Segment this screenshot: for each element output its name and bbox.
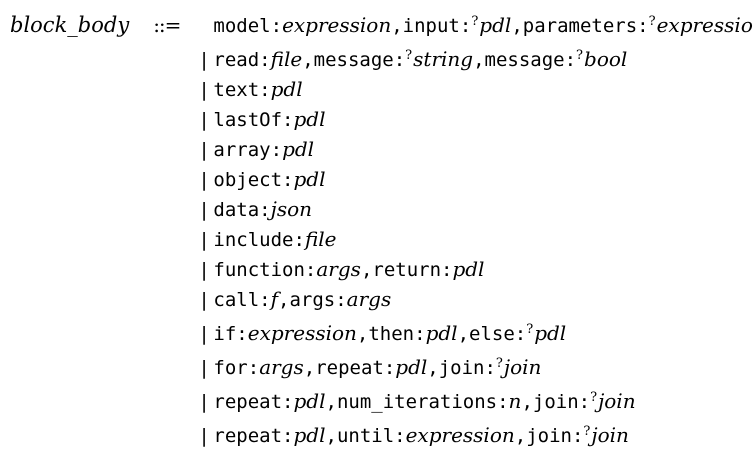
grammar-production: |read:file,message:?string,message:?bool bbox=[198, 41, 754, 75]
grammar-keyword: ,repeat: bbox=[303, 357, 396, 379]
grammar-keyword: ,then: bbox=[356, 323, 426, 345]
grammar-keyword: data: bbox=[213, 199, 271, 221]
type-name: args bbox=[316, 257, 361, 281]
type-name: join bbox=[503, 355, 542, 379]
type-name: json bbox=[270, 197, 313, 221]
alternative-bar: | bbox=[198, 79, 210, 101]
alternative-bar: | bbox=[198, 109, 210, 131]
grammar-keyword: ,message: bbox=[302, 49, 406, 71]
optional-marker: ? bbox=[495, 356, 503, 371]
grammar-production: |if:expression,then:pdl,else:?pdl bbox=[198, 315, 754, 349]
alternative-bar: | bbox=[198, 199, 210, 221]
grammar-keyword: model: bbox=[213, 15, 283, 37]
type-name: f bbox=[270, 287, 279, 311]
type-name: pdl bbox=[395, 355, 428, 379]
type-name: expression bbox=[247, 321, 357, 345]
grammar-keyword: ,join: bbox=[521, 391, 591, 413]
grammar-keyword: ,message: bbox=[473, 49, 577, 71]
grammar-keyword: ,input: bbox=[391, 15, 472, 37]
grammar-production: |lastOf:pdl bbox=[198, 105, 754, 135]
alternative-bar: | bbox=[198, 357, 210, 379]
grammar-keyword: read: bbox=[213, 49, 271, 71]
grammar-production-block: block_body ::= |model:expression,input:?… bbox=[10, 7, 754, 450]
grammar-keyword: array: bbox=[213, 139, 283, 161]
type-name: pdl bbox=[293, 389, 326, 413]
type-name: file bbox=[270, 47, 303, 71]
alternative-bar: | bbox=[198, 169, 210, 191]
optional-marker: ? bbox=[576, 48, 584, 63]
type-name: pdl bbox=[534, 321, 567, 345]
type-name: pdl bbox=[282, 137, 315, 161]
type-name: pdl bbox=[425, 321, 458, 345]
grammar-keyword: call: bbox=[213, 289, 271, 311]
grammar-keyword: ,until: bbox=[325, 425, 406, 447]
grammar-keyword: lastOf: bbox=[213, 109, 294, 131]
alternative-bar: | bbox=[198, 289, 210, 311]
type-name: pdl bbox=[479, 13, 512, 37]
optional-marker: ? bbox=[526, 322, 534, 337]
grammar-keyword: for: bbox=[213, 357, 260, 379]
alternative-bar: | bbox=[198, 49, 210, 71]
grammar-keyword: object: bbox=[213, 169, 294, 191]
alternative-bar: | bbox=[198, 229, 210, 251]
optional-marker: ? bbox=[648, 14, 656, 29]
type-name: pdl bbox=[270, 77, 303, 101]
type-name: pdl bbox=[293, 107, 326, 131]
type-name: pdl bbox=[293, 167, 326, 191]
grammar-production: |call:f,args:args bbox=[198, 285, 754, 315]
grammar-keyword: ,join: bbox=[514, 425, 584, 447]
grammar-production: |text:pdl bbox=[198, 75, 754, 105]
grammar-keyword: include: bbox=[213, 229, 305, 251]
alternative-bar: | bbox=[198, 391, 210, 413]
grammar-keyword: text: bbox=[213, 79, 271, 101]
grammar-keyword: function: bbox=[213, 259, 317, 281]
grammar-keyword: ,args: bbox=[278, 289, 347, 311]
alternative-bar: | bbox=[198, 139, 210, 161]
type-name: join bbox=[591, 423, 629, 447]
type-name: expression bbox=[282, 13, 392, 37]
type-name: expression bbox=[405, 423, 515, 447]
type-name: file bbox=[304, 227, 337, 251]
grammar-keyword: repeat: bbox=[213, 425, 294, 447]
type-name: string bbox=[413, 47, 474, 71]
type-name: expression bbox=[656, 13, 754, 37]
grammar-production: |repeat:pdl,num_iterations:n,join:?join bbox=[198, 383, 754, 417]
grammar-keyword: ,return: bbox=[360, 259, 453, 281]
optional-marker: ? bbox=[471, 14, 479, 29]
production-alternatives-list: |model:expression,input:?pdl,parameters:… bbox=[198, 7, 754, 450]
grammar-keyword: if: bbox=[213, 323, 248, 345]
grammar-production: |repeat:pdl,until:expression,join:?join bbox=[198, 417, 754, 450]
optional-marker: ? bbox=[405, 48, 413, 63]
grammar-production: |array:pdl bbox=[198, 135, 754, 165]
grammar-production: |object:pdl bbox=[198, 165, 754, 195]
grammar-production: |include:file bbox=[198, 225, 754, 255]
nonterminal-lhs: block_body bbox=[10, 13, 130, 37]
grammar-keyword: ,parameters: bbox=[511, 15, 649, 37]
optional-marker: ? bbox=[583, 424, 591, 439]
grammar-keyword: ,num_iterations: bbox=[325, 391, 509, 413]
alternative-bar: | bbox=[198, 323, 210, 345]
grammar-keyword: repeat: bbox=[213, 391, 294, 413]
type-name: args bbox=[259, 355, 304, 379]
alternative-bar: | bbox=[198, 425, 210, 447]
produces-symbol: ::= bbox=[153, 13, 181, 37]
type-name: pdl bbox=[452, 257, 485, 281]
type-name: bool bbox=[584, 47, 628, 71]
type-name: args bbox=[346, 287, 392, 311]
grammar-keyword: ,join: bbox=[427, 357, 496, 379]
type-name: join bbox=[598, 389, 636, 413]
grammar-production: |function:args,return:pdl bbox=[198, 255, 754, 285]
type-name: n bbox=[508, 389, 522, 413]
type-name: pdl bbox=[293, 423, 326, 447]
grammar-production: |for:args,repeat:pdl,join:?join bbox=[198, 349, 754, 383]
grammar-production: |model:expression,input:?pdl,parameters:… bbox=[198, 7, 754, 41]
grammar-production: |data:json bbox=[198, 195, 754, 225]
grammar-keyword: ,else: bbox=[457, 323, 527, 345]
alternative-bar: | bbox=[198, 259, 210, 281]
optional-marker: ? bbox=[590, 390, 598, 405]
